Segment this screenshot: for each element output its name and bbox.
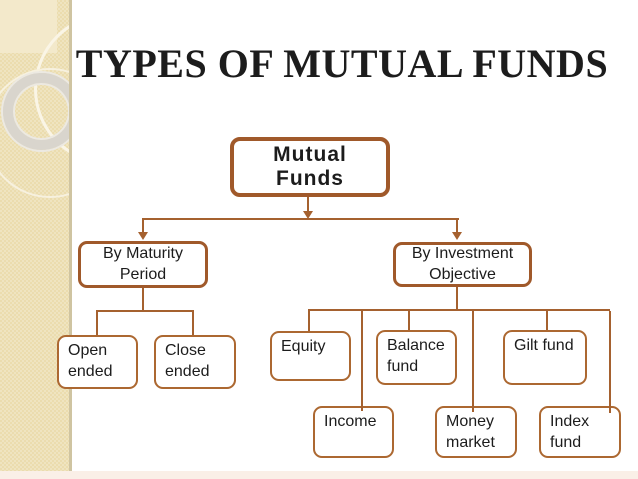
node-gilt-fund: Gilt fund (503, 330, 587, 385)
bottom-accent-band (0, 471, 638, 479)
node-by-investment-objective: By Investment Objective (393, 242, 532, 287)
connector-to-close-ended (192, 312, 194, 335)
arrowhead-root-icon (303, 211, 313, 219)
left-decorative-strip (0, 0, 72, 472)
connector-to-open-ended (96, 312, 98, 335)
node-index-fund: Index fund (539, 406, 621, 458)
node-balance-fund: Balance fund (376, 330, 457, 385)
node-mutual-funds: Mutual Funds (230, 137, 390, 197)
node-close-ended: Close ended (154, 335, 236, 389)
node-income: Income (313, 406, 394, 458)
connector-root-stem (307, 197, 309, 212)
connector-to-index-fund (609, 311, 611, 413)
connector-objective-stem (456, 287, 458, 310)
connector-maturity-crossbar (96, 310, 194, 312)
connector-to-gilt-fund (546, 311, 548, 330)
connector-to-objective (456, 219, 458, 232)
node-by-maturity-period: By Maturity Period (78, 241, 208, 288)
arrowhead-objective-icon (452, 232, 462, 240)
decorative-ring (3, 73, 69, 150)
connector-level2-crossbar (142, 218, 459, 220)
connector-objective-crossbar (308, 309, 610, 311)
connector-to-money-market (472, 311, 474, 412)
connector-to-maturity (142, 219, 144, 232)
arrowhead-maturity-icon (138, 232, 148, 240)
node-equity: Equity (270, 331, 351, 381)
connector-maturity-stem (142, 288, 144, 312)
connector-to-income (361, 311, 363, 411)
connector-to-equity (308, 311, 310, 331)
node-money-market: Money market (435, 406, 517, 458)
slide-title: TYPES OF MUTUAL FUNDS (75, 41, 609, 86)
connector-to-balance-fund (408, 311, 410, 330)
node-open-ended: Open ended (57, 335, 138, 389)
